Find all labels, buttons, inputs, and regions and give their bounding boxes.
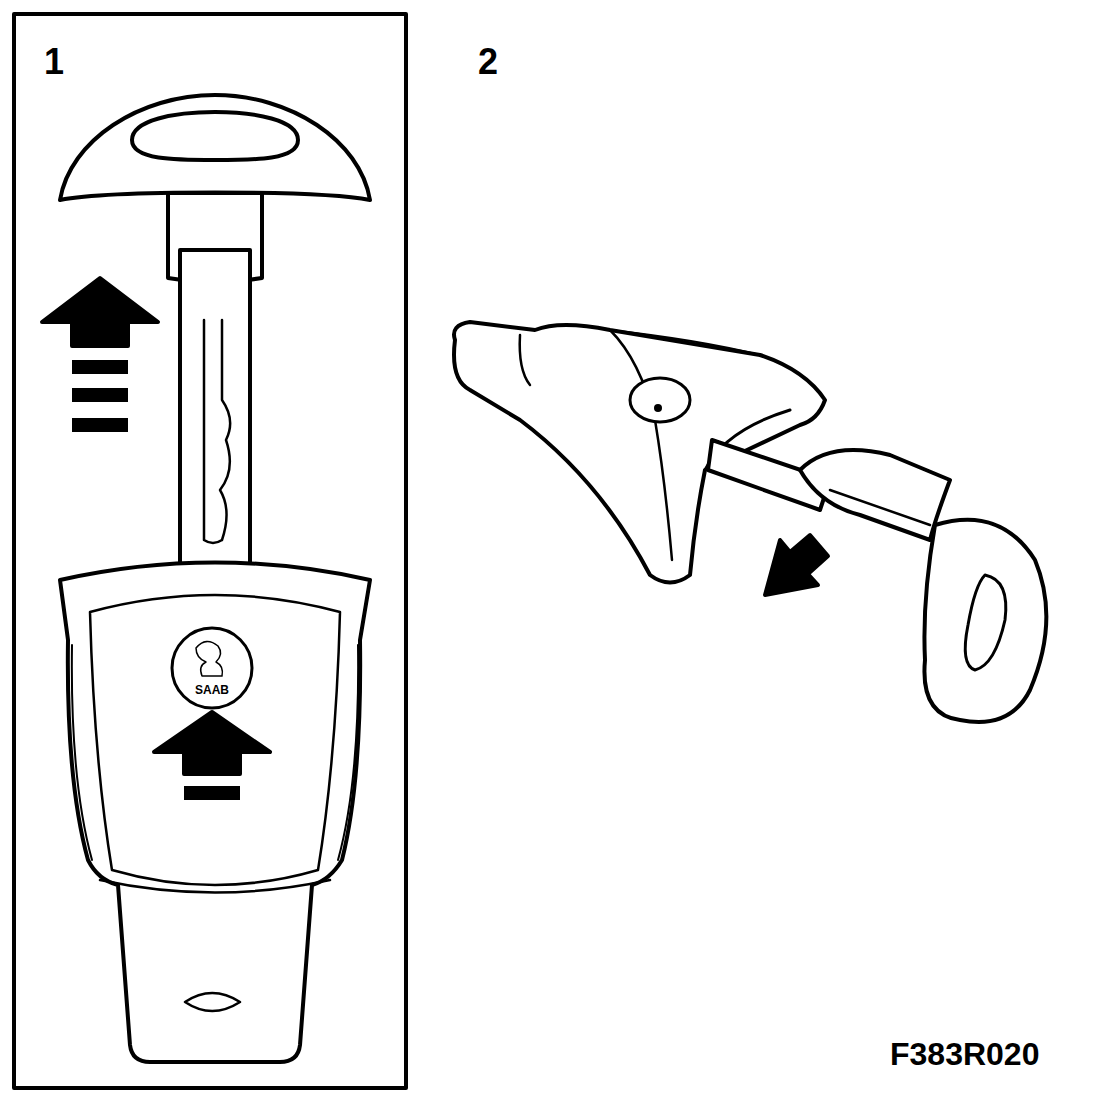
key-cut <box>204 320 230 543</box>
panel-number: 2 <box>478 44 498 80</box>
key-collar <box>800 450 950 540</box>
logo-text: SAAB <box>195 684 229 696</box>
key-fob <box>454 322 825 583</box>
panel-frame <box>14 14 406 1088</box>
key-fob <box>60 563 370 1063</box>
key-blade <box>180 250 250 582</box>
figure-code: F383R020 <box>890 1038 1039 1070</box>
arrow-up <box>42 278 158 346</box>
arrow-up <box>154 712 270 774</box>
key-slot <box>132 112 298 160</box>
key-head <box>60 95 370 200</box>
key-head <box>924 520 1046 722</box>
panel-number: 1 <box>44 44 64 80</box>
arrow-down-left <box>765 535 828 595</box>
